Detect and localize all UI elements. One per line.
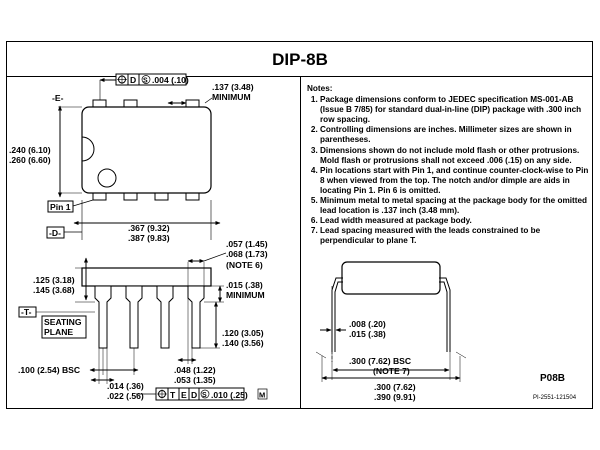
seating-plane-box xyxy=(41,315,87,339)
top-view: -E- .240 (6.10) .260 (6.60) Pin 1 D S .0… xyxy=(9,73,254,243)
notes-block: Notes: Package dimensions conform to JED… xyxy=(307,84,591,247)
fcf-top-value: .004 (.10) xyxy=(152,75,189,85)
dim-057-leader xyxy=(203,252,227,262)
dim-015: .015 (.38) xyxy=(226,280,263,290)
top-body xyxy=(81,106,212,194)
document-number: PI-2551-121504 xyxy=(533,395,577,401)
fcf-rfs-s: S xyxy=(143,78,148,85)
dim-120: .120 (3.05) xyxy=(222,328,264,338)
fcf-bottom-value: .010 (.25) xyxy=(211,390,248,400)
dim-008: .008 (.20) xyxy=(349,319,386,329)
top-pin-4 xyxy=(185,192,200,201)
dim-022: .022 (.56) xyxy=(107,391,144,401)
ext-line xyxy=(315,351,327,359)
note-item: Minimum metal to metal spacing at the pa… xyxy=(320,196,591,216)
side-lead-4 xyxy=(187,285,205,349)
pin1-label-box xyxy=(47,200,74,213)
dim-068: .068 (1.73) xyxy=(226,249,268,259)
dim-057: .057 (1.45) xyxy=(226,239,268,249)
datum-e-label: -E- xyxy=(52,93,64,103)
fcf-bottom xyxy=(155,387,245,401)
fcf-bottom-t: T xyxy=(170,390,176,400)
pin1-label: Pin 1 xyxy=(50,202,71,212)
end-lead-right xyxy=(439,277,451,352)
note-item: Controlling dimensions are inches. Milli… xyxy=(320,125,591,145)
dim-300-bsc: .300 (7.62) BSC xyxy=(349,356,411,366)
top-pin-7 xyxy=(123,99,138,108)
pin1-notch xyxy=(81,136,95,162)
side-view: .057 (1.45) .068 (1.73) (NOTE 6) .015 (.… xyxy=(18,239,268,401)
datum-d-box xyxy=(46,226,65,239)
top-pin-3 xyxy=(154,192,169,201)
dim-300: .300 (7.62) xyxy=(374,382,416,392)
dim-053: .053 (1.35) xyxy=(174,375,216,385)
package-title: DIP-8B xyxy=(272,50,328,69)
top-pin-5 xyxy=(185,99,200,108)
dim-015-minimum: MINIMUM xyxy=(226,290,265,300)
end-lead-left-inner xyxy=(334,281,343,352)
note-item: Pin locations start with Pin 1, and cont… xyxy=(320,166,591,196)
datum-d-label: -D- xyxy=(49,228,61,238)
side-body xyxy=(81,267,212,287)
dim-048: .048 (1.22) xyxy=(174,365,216,375)
fcf-bottom-m: M xyxy=(259,391,265,400)
note-item: Lead spacing measured with the leads con… xyxy=(320,226,591,246)
side-lead-3 xyxy=(156,285,174,349)
datum-t-label: -T- xyxy=(21,307,32,317)
outer-frame xyxy=(6,41,593,409)
dim-015b: .015 (.38) xyxy=(349,329,386,339)
pin1-leader xyxy=(72,199,94,207)
note-item: Dimensions shown do not include mold fla… xyxy=(320,146,591,166)
dim-100-bsc: .100 (2.54) BSC xyxy=(18,365,80,375)
top-pin-2 xyxy=(123,192,138,201)
note-item: Lead width measured at package body. xyxy=(320,216,591,226)
top-pin-8 xyxy=(92,99,107,108)
notes-heading: Notes: xyxy=(307,84,333,93)
fcf-bottom-e: E xyxy=(181,390,187,400)
dim-note6: (NOTE 6) xyxy=(226,260,263,270)
dim-014: .014 (.36) xyxy=(107,381,144,391)
pin1-dimple xyxy=(97,168,117,188)
dim-width-260: .260 (6.60) xyxy=(9,155,51,165)
note-item: Package dimensions conform to JEDEC spec… xyxy=(320,95,591,125)
dim-140: .140 (3.56) xyxy=(222,338,264,348)
rfs-circle-icon xyxy=(141,75,151,84)
fcf-top xyxy=(115,73,187,86)
dim-note7: (NOTE 7) xyxy=(373,366,410,376)
end-body xyxy=(341,261,441,295)
dim-length-367: .367 (9.32) xyxy=(128,223,170,233)
side-lead-2 xyxy=(125,285,143,349)
fcf-bottom-s: S xyxy=(202,392,207,399)
fcf-bottom-d: D xyxy=(191,390,197,400)
rfs-circle-icon xyxy=(200,389,210,399)
end-view: .008 (.20) .015 (.38) .300 (7.62) BSC (N… xyxy=(315,261,467,402)
dim-length-387: .387 (9.83) xyxy=(128,233,170,243)
top-pin-1 xyxy=(92,192,107,201)
dim-137: .137 (3.48) xyxy=(212,82,254,92)
ext-line xyxy=(455,351,467,359)
mmc-box xyxy=(257,388,268,400)
seating-label-2: PLANE xyxy=(44,327,73,337)
side-leads xyxy=(94,285,205,349)
dim-137-leader xyxy=(204,97,213,104)
package-code: P08B xyxy=(540,373,566,384)
side-lead-1 xyxy=(94,285,112,349)
end-lead-left xyxy=(331,277,343,352)
seating-label-1: SEATING xyxy=(44,317,82,327)
dim-145: .145 (3.68) xyxy=(33,285,75,295)
dim-125: .125 (3.18) xyxy=(33,275,75,285)
fcf-datum-d: D xyxy=(130,75,136,85)
end-lead-right-inner xyxy=(439,281,448,352)
dim-390: .390 (9.91) xyxy=(374,392,416,402)
dim-137-minimum: MINIMUM xyxy=(212,92,251,102)
notes-list: Package dimensions conform to JEDEC spec… xyxy=(307,95,591,246)
dim-width-240: .240 (6.10) xyxy=(9,145,51,155)
